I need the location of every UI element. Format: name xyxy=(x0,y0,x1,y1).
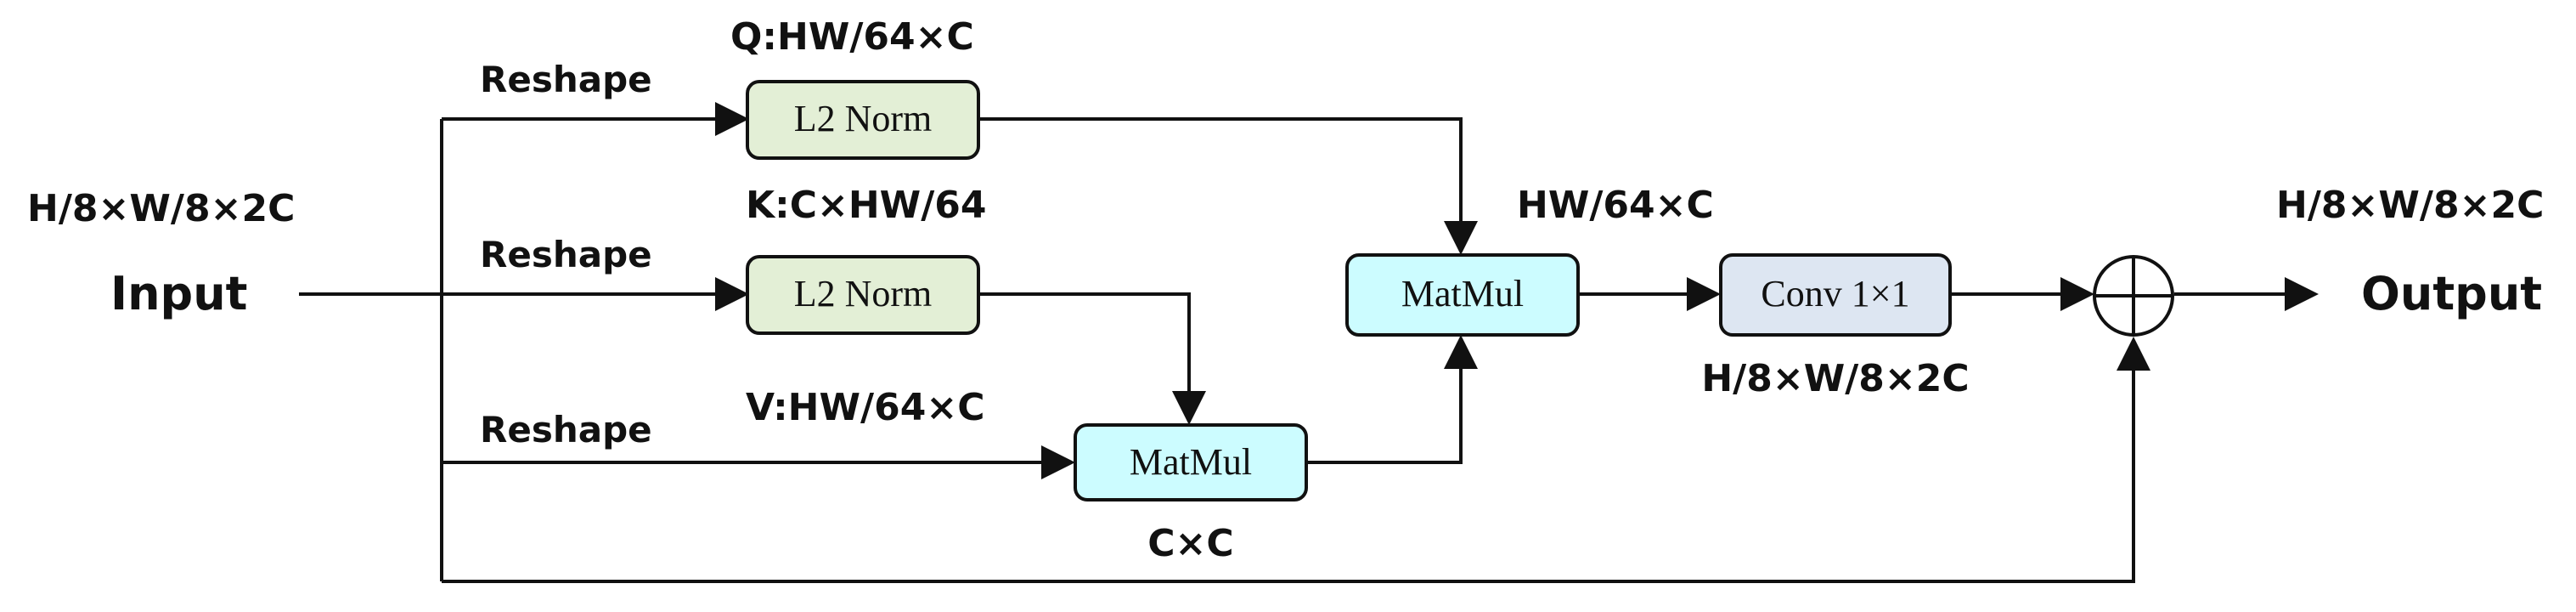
input-label: Input xyxy=(110,267,247,320)
k-to-matmul-arrow xyxy=(978,292,1206,425)
conv-1x1-box: Conv 1×1 xyxy=(1719,253,1952,337)
matmul-kv-label: MatMul xyxy=(1130,441,1252,483)
q-to-matmul-arrow xyxy=(978,117,1478,255)
add-node xyxy=(2093,255,2174,337)
matmul-kv-box: MatMul xyxy=(1074,423,1308,502)
matmul-kv-shape-label: C×C xyxy=(1147,522,1233,565)
matmul-q-rect xyxy=(1345,253,1580,337)
reshape-label-v: Reshape xyxy=(480,409,652,450)
q-l2-norm-rect xyxy=(746,80,980,160)
q-shape-label: Q:HW/64×C xyxy=(730,15,974,59)
output-label: Output xyxy=(2361,267,2542,320)
reshape-label-q: Reshape xyxy=(480,59,652,100)
output-shape-label: H/8×W/8×2C xyxy=(2276,184,2544,227)
k-shape-label: K:C×HW/64 xyxy=(746,184,987,227)
conv-1x1-label: Conv 1×1 xyxy=(1761,273,1909,314)
q-l2-norm-box: L2 Norm xyxy=(746,80,980,160)
conv-1x1-rect xyxy=(1719,253,1952,337)
matmul-q-shape-label: HW/64×C xyxy=(1517,184,1714,227)
k-l2-norm-box: L2 Norm xyxy=(746,255,980,335)
kv-to-matmul-arrow xyxy=(1306,335,1478,464)
input-shape-label: H/8×W/8×2C xyxy=(27,187,295,230)
matmul-q-box: MatMul xyxy=(1345,253,1580,337)
matmul-q-label: MatMul xyxy=(1401,273,1524,314)
q-l2-norm-label: L2 Norm xyxy=(794,98,933,139)
residual-path-arrow xyxy=(442,337,2150,583)
k-l2-norm-label: L2 Norm xyxy=(794,273,933,314)
matmul-kv-rect xyxy=(1074,423,1308,502)
reshape-label-k: Reshape xyxy=(480,234,652,275)
conv-shape-label: H/8×W/8×2C xyxy=(1701,357,1969,400)
k-l2-norm-rect xyxy=(746,255,980,335)
v-shape-label: V:HW/64×C xyxy=(746,386,985,429)
